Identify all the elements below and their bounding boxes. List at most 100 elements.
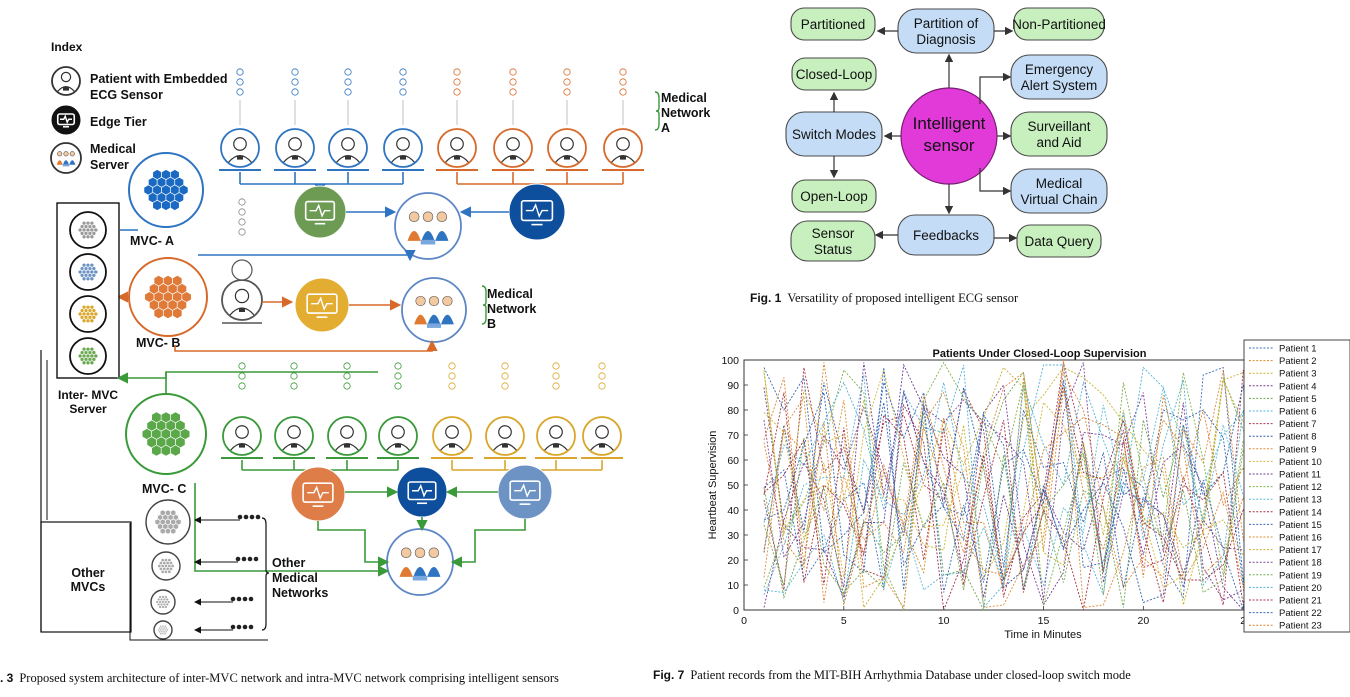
chart-legend-label: Patient 4 — [1279, 381, 1317, 392]
mvc-b-label: MVC- B — [136, 336, 180, 350]
ecg-sensor-chip — [292, 155, 298, 160]
chart-y-tick-label: 100 — [721, 355, 739, 367]
small-patient-icon — [238, 382, 246, 390]
other-network-node — [236, 624, 242, 630]
patient-head — [506, 137, 520, 151]
other-network-node — [248, 624, 254, 630]
doctor-head — [63, 151, 69, 157]
network-c-patient-icon — [274, 416, 314, 456]
patient-head — [450, 137, 464, 151]
monitor-screen — [306, 293, 338, 314]
medical-server-circle — [386, 528, 454, 596]
small-patient-icon — [343, 382, 351, 390]
small-patient-icon — [238, 362, 246, 370]
small-patient-icon — [448, 372, 456, 380]
fig1-node-switch-modes: Switch Modes — [785, 111, 883, 157]
small-patient-icon — [598, 382, 606, 390]
medical-server-circle — [50, 142, 82, 174]
network-c-patient-icon — [485, 416, 525, 456]
chart-legend-label: Patient 20 — [1279, 583, 1322, 594]
mvc-hex-cluster — [77, 304, 99, 324]
fig1-node-text: Status — [814, 242, 853, 257]
small-patient-icon — [453, 88, 461, 96]
small-patient-icon — [552, 372, 560, 380]
small-patient-icon — [238, 218, 246, 226]
fig1-node-text: Open-Loop — [800, 189, 868, 204]
hex-cell — [167, 569, 172, 575]
other-mvcs-bracket — [129, 523, 268, 641]
small-patient-icon — [619, 78, 627, 86]
fig1-node-text: Alert System — [1021, 78, 1098, 93]
hex-cell — [153, 307, 164, 320]
medical-server-circle — [401, 277, 467, 343]
chart-legend-label: Patient 8 — [1279, 432, 1317, 443]
fig3-caption-text: Proposed system architecture of inter-MV… — [19, 671, 559, 685]
ecg-sensor-chip — [63, 86, 69, 91]
chart-legend-label: Patient 3 — [1279, 369, 1317, 380]
small-patient-icon — [453, 78, 461, 86]
other-network-node — [230, 624, 236, 630]
hex-cell — [161, 199, 171, 211]
chart-y-tick-label: 40 — [727, 505, 739, 517]
network-a-patient-icon — [220, 128, 260, 168]
mvc-hex-cluster — [77, 262, 99, 282]
hex-cell — [152, 199, 163, 211]
network-a-patient-icon — [328, 128, 368, 168]
index-patient-label-line-1: Patient with Embedded — [90, 72, 228, 86]
edge-tier-c-slate — [497, 464, 553, 520]
hex-cell — [160, 569, 165, 575]
doctor-body — [427, 314, 441, 325]
monitor-screen — [509, 480, 541, 501]
fig1-node-partitioned: Partitioned — [790, 7, 876, 41]
patient-ring — [493, 128, 533, 168]
hex-cell — [159, 527, 166, 535]
network-c-patient-icon — [582, 416, 622, 456]
fig1-node-open-loop: Open-Loop — [791, 179, 877, 213]
monitor-screen — [304, 200, 336, 221]
hex-cell — [85, 234, 91, 240]
chart-legend-label: Patient 9 — [1279, 444, 1317, 455]
mvc-c-link — [165, 371, 378, 394]
small-patient-icon — [619, 88, 627, 96]
chart-legend-label: Patient 12 — [1279, 482, 1322, 493]
patient-stack-icon — [231, 259, 253, 281]
other-networks-label-line-3: Networks — [272, 586, 328, 600]
patient-head — [233, 137, 247, 151]
ecg-wave — [412, 483, 432, 498]
small-patient-icon — [343, 372, 351, 380]
ecg-wave — [311, 296, 333, 311]
small-patient-icon — [343, 362, 351, 370]
edge-tier-c-orange — [290, 466, 346, 522]
other-networks-label-line-2: Medical — [272, 571, 318, 585]
chart-legend-label: Patient 17 — [1279, 545, 1322, 556]
monitor-screen — [302, 482, 334, 503]
ecg-sensor-chip — [449, 443, 455, 448]
small-patient-icon — [552, 362, 560, 370]
chart-x-tick-label: 2 — [1240, 615, 1246, 627]
medical-server-c — [386, 528, 454, 596]
small-patient-icon — [509, 68, 517, 76]
patient-head — [340, 425, 354, 439]
doctor-head — [408, 211, 420, 223]
monitor-screen — [56, 113, 76, 126]
fig1-center-line-2: sensor — [923, 136, 974, 155]
other-network-node — [236, 596, 242, 602]
index-edge-label: Edge Tier — [90, 115, 147, 129]
small-patient-icon — [394, 382, 402, 390]
ecg-wave — [309, 203, 331, 218]
chart-legend-label: Patient 22 — [1279, 608, 1322, 619]
chart-x-tick-label: 0 — [741, 615, 747, 627]
patient-head — [595, 425, 609, 439]
small-patient-icon — [453, 68, 461, 76]
patient-head — [391, 425, 405, 439]
doctor-body — [69, 160, 76, 165]
index-edge-monitor-icon — [50, 104, 82, 136]
medical-server-b — [401, 277, 467, 343]
hex-cell — [81, 318, 87, 324]
edge-tier-circle — [497, 464, 553, 520]
